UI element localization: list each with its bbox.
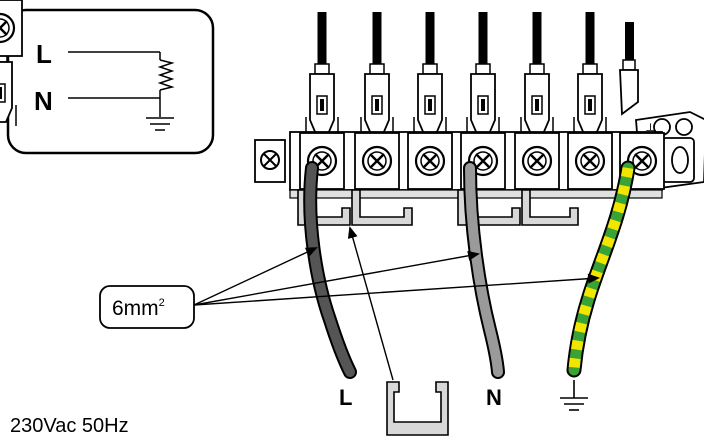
- cable-size-callout: 6mm2: [99, 285, 195, 329]
- neutral-terminal-label: N: [486, 385, 502, 410]
- supply-note: 230Vac 50Hz: [10, 415, 129, 437]
- svg-text:6mm2: 6mm2: [112, 297, 165, 320]
- callout-arrows: [193, 226, 600, 381]
- cable-size-label: 6mm: [112, 297, 159, 320]
- inset-neutral-label: N: [34, 86, 53, 116]
- cable-clamp-icon: [386, 381, 449, 436]
- earth-symbol-icon: [560, 380, 588, 411]
- cable-clamp: [297, 189, 579, 226]
- cable-size-superscript: 2: [159, 297, 165, 309]
- inset-line-label: L: [36, 39, 52, 69]
- line-terminal-label: L: [339, 385, 352, 410]
- short-lug: [619, 22, 639, 116]
- screw-terminal-icon: [0, 0, 23, 57]
- inset-schematic: L N: [6, 8, 215, 155]
- ground-icon: [146, 117, 174, 131]
- resistor-icon: [157, 59, 175, 91]
